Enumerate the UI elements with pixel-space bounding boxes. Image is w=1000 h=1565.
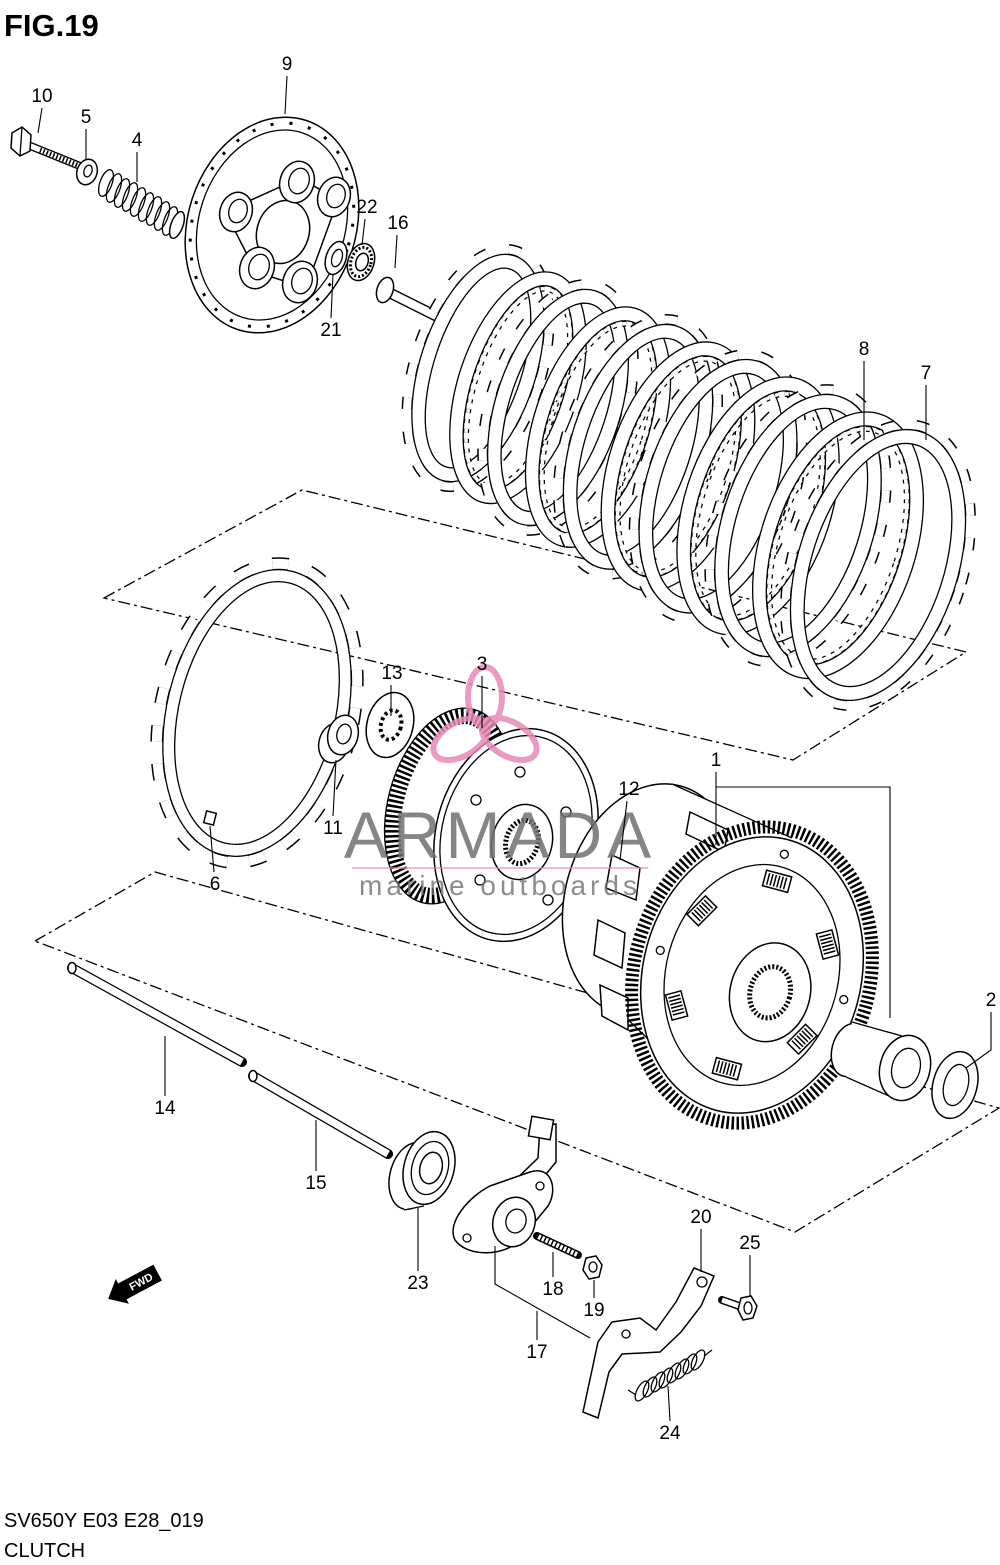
callout-7: 7 xyxy=(921,363,932,384)
bracket-bolt xyxy=(718,1295,758,1321)
callout-18: 18 xyxy=(542,1279,563,1300)
clutch-sleeve-hub xyxy=(383,707,599,943)
callout-4: 4 xyxy=(132,130,143,151)
callout-21: 21 xyxy=(320,320,341,341)
cable-bracket xyxy=(582,1267,715,1420)
damper-spring xyxy=(711,1056,743,1081)
callout-5: 5 xyxy=(81,107,92,128)
adjusting-screw xyxy=(533,1232,582,1259)
watermark: ARMADA marine outboards xyxy=(344,664,656,901)
callout-24: 24 xyxy=(659,1423,681,1444)
callout-6: 6 xyxy=(210,874,221,895)
primary-driven-gear-housing xyxy=(561,783,879,1130)
thrust-bearing xyxy=(346,242,376,282)
clutch-drive-plate-friction xyxy=(401,243,555,493)
pressure-plate-boss xyxy=(238,246,276,290)
thrust-washer xyxy=(324,240,348,276)
return-spring xyxy=(627,1349,713,1402)
pressure-plate-boss xyxy=(316,176,352,218)
callout-20: 20 xyxy=(690,1207,711,1228)
spring-washer xyxy=(75,158,99,186)
callout-23: 23 xyxy=(407,1273,428,1294)
clutch-spring-bolt xyxy=(10,126,84,170)
damper-spring xyxy=(664,989,689,1022)
pressure-plate xyxy=(184,116,360,334)
pressure-plate-boss xyxy=(218,191,254,233)
clutch-spring xyxy=(97,169,186,240)
watermark-logo xyxy=(430,664,540,764)
callout-22: 22 xyxy=(356,197,377,218)
figure-name: CLUTCH xyxy=(4,1540,85,1562)
callout-11: 11 xyxy=(323,818,343,839)
forward-direction-arrow: FWD xyxy=(108,1264,162,1304)
clutch-push-rod-left xyxy=(67,961,247,1067)
push-piece xyxy=(375,276,446,324)
housing-spacer xyxy=(830,1021,932,1102)
callout-25: 25 xyxy=(739,1233,760,1254)
callout-19: 19 xyxy=(583,1300,604,1321)
damper-spring xyxy=(786,1023,819,1056)
callout-labels: 10 5 4 9 22 16 21 8 7 13 3 1 12 11 6 2 1… xyxy=(31,54,996,1444)
clutch-push-rod-right xyxy=(248,1069,393,1159)
figure-model-code: SV650Y E03 E28_019 xyxy=(4,1510,204,1532)
callout-8: 8 xyxy=(859,339,870,360)
callout-10: 10 xyxy=(31,86,52,107)
figure-title: FIG.19 xyxy=(4,8,99,43)
pressure-plate-boss xyxy=(281,260,319,304)
callout-14: 14 xyxy=(154,1098,176,1119)
clutch-sleeve-hub-nut xyxy=(317,714,360,764)
clutch-drive-plate-friction xyxy=(704,384,892,668)
release-bearing xyxy=(388,1130,456,1211)
callout-12: 12 xyxy=(618,779,639,800)
callout-17: 17 xyxy=(526,1342,547,1363)
damper-spring xyxy=(815,928,840,961)
callout-1: 1 xyxy=(711,750,722,771)
watermark-tagline: marine outboards xyxy=(359,870,641,901)
callout-2: 2 xyxy=(986,990,997,1011)
lock-washer xyxy=(365,691,415,759)
clutch-driven-plate xyxy=(449,271,587,505)
leader-lines xyxy=(37,75,992,1422)
adjusting-nut xyxy=(582,1255,603,1280)
watermark-brand: ARMADA xyxy=(344,798,656,872)
clutch-release-assembly xyxy=(452,1115,557,1254)
damper-spring xyxy=(685,894,718,927)
callout-15: 15 xyxy=(305,1173,326,1194)
callout-9: 9 xyxy=(282,54,293,75)
housing-thrust-washer xyxy=(931,1050,979,1120)
pressure-plate-boss xyxy=(278,160,316,204)
damper-spring xyxy=(761,869,793,894)
callout-16: 16 xyxy=(387,213,408,234)
clutch-plate-stack xyxy=(401,243,976,711)
callout-13: 13 xyxy=(381,663,402,684)
callout-3: 3 xyxy=(477,654,488,675)
